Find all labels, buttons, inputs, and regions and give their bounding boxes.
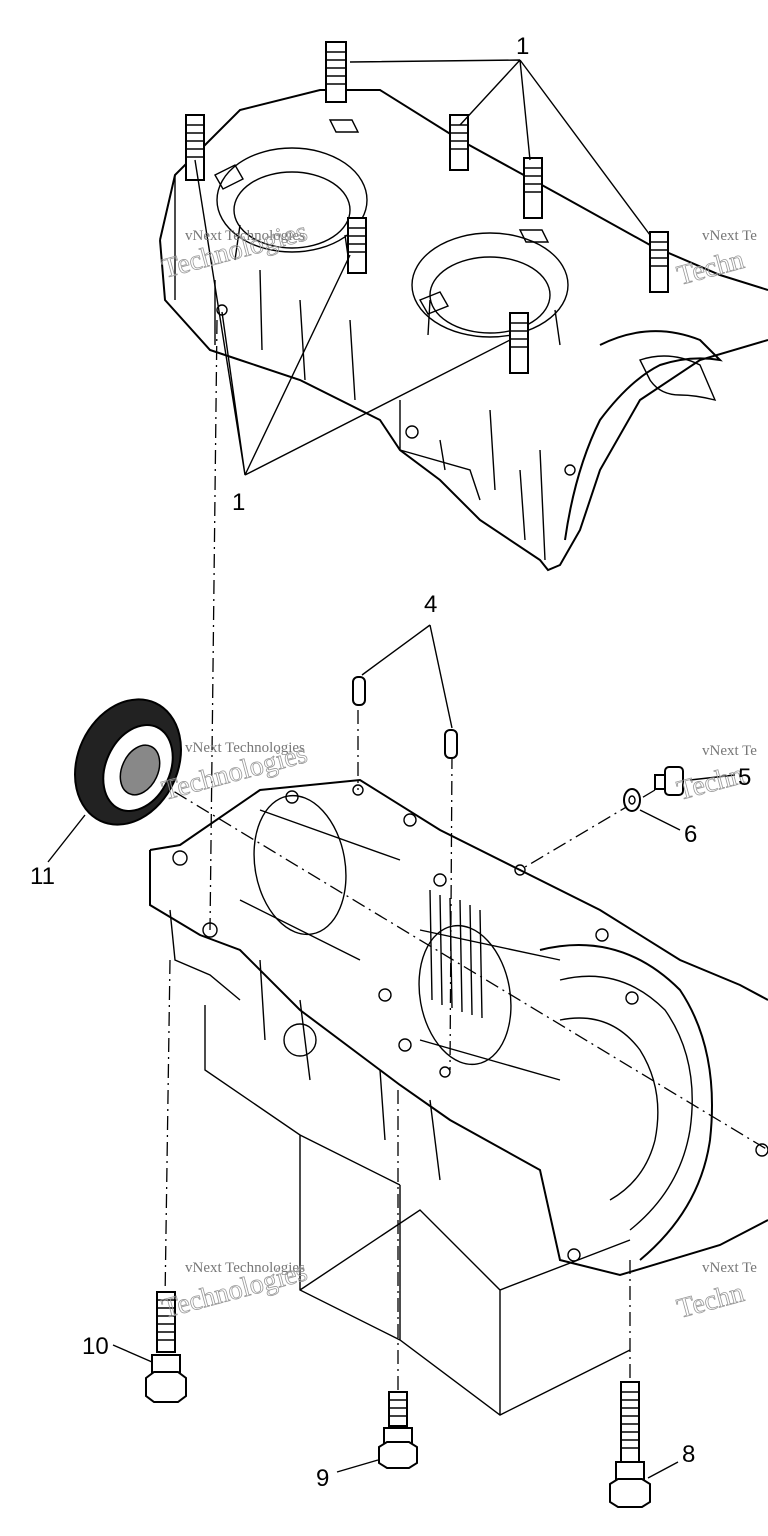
watermark-text: vNext Te xyxy=(702,743,757,759)
watermark-3: vNext Technologies Technologies xyxy=(158,1256,311,1325)
callout-10: 10 xyxy=(82,1333,109,1360)
oil-seal xyxy=(47,698,182,863)
callout-11: 11 xyxy=(30,863,55,890)
watermark-text: Techn xyxy=(674,244,748,292)
watermark-text: vNext Technologies xyxy=(185,228,305,244)
watermark-text: vNext Technologies xyxy=(185,1260,305,1276)
watermark-6: vNext Te Techn xyxy=(673,1260,757,1325)
bolt-9 xyxy=(336,1391,418,1473)
watermark-text: Techn xyxy=(674,759,748,807)
bolt-8 xyxy=(609,1381,679,1508)
lower-crankcase xyxy=(149,778,768,1416)
upper-crankcase xyxy=(159,41,768,572)
dowel-pins xyxy=(352,624,458,759)
callout-1-top-leaders xyxy=(349,59,651,236)
watermark-text: Techn xyxy=(674,1277,748,1325)
watermark-text: vNext Te xyxy=(702,1260,757,1276)
callout-1-top: 1 xyxy=(516,33,529,60)
callout-9: 9 xyxy=(316,1465,329,1492)
callout-1-bottom: 1 xyxy=(232,489,245,516)
watermark-1: vNext Technologies Technologies xyxy=(158,216,311,285)
callout-4: 4 xyxy=(424,591,437,618)
callout-1-bottom-leaders xyxy=(194,159,511,476)
callout-8: 8 xyxy=(682,1441,695,1468)
alignment-lines xyxy=(129,319,768,1395)
drain-plug xyxy=(654,766,736,796)
bolt-10 xyxy=(112,1291,187,1403)
watermark-text: vNext Te xyxy=(702,228,757,244)
watermark-text: vNext Technologies xyxy=(185,740,305,756)
washer xyxy=(623,788,681,831)
callout-6: 6 xyxy=(684,821,697,848)
callout-5: 5 xyxy=(738,764,751,791)
watermark-text: Technologies xyxy=(159,216,311,284)
